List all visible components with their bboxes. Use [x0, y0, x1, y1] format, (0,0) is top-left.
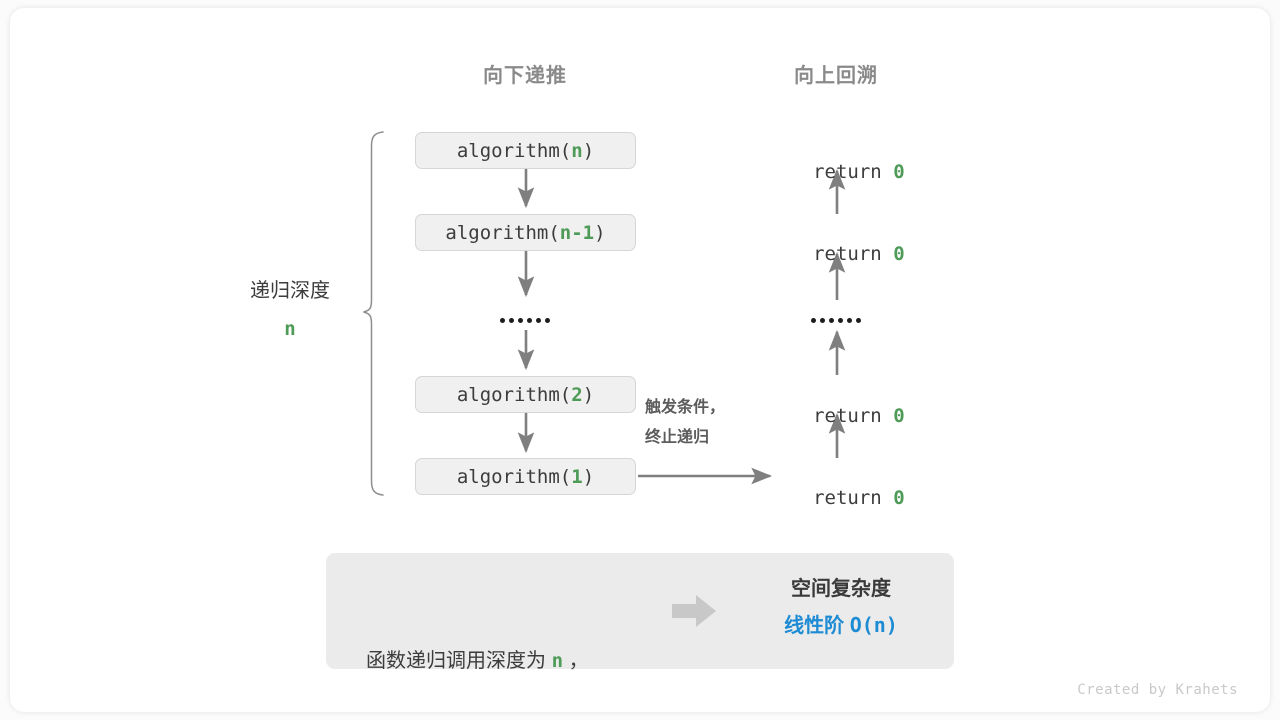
call-frame-arg: 1	[571, 465, 583, 488]
call-frame-prefix: algorithm(	[456, 139, 572, 162]
complexity-name: 线性阶	[784, 614, 850, 637]
summary-line1-text-b: ，	[563, 650, 589, 673]
call-frame-arg: 2	[571, 383, 583, 406]
return-value: 0	[893, 405, 905, 427]
summary-conclusion: 空间复杂度 线性阶 O(n)	[746, 572, 936, 644]
return-value: 0	[893, 487, 905, 509]
summary-conclusion-title: 空间复杂度	[791, 578, 891, 600]
base-case-note: 触发条件， 终止递归	[645, 393, 775, 452]
call-frame-prefix: algorithm(	[445, 221, 560, 244]
call-frame-box[interactable]: algorithm(n-1)	[415, 214, 636, 251]
call-frame-suffix: )	[582, 383, 595, 406]
return-value: 0	[893, 161, 905, 183]
call-frame-suffix: )	[594, 221, 606, 244]
return-statement: return 0	[716, 383, 956, 449]
call-frame-arg: n-1	[559, 221, 595, 244]
recursion-depth-value: n	[284, 318, 296, 340]
call-frame-arg: n	[571, 139, 583, 162]
base-case-note-line2: 终止递归	[645, 428, 710, 446]
right-arrow-icon	[672, 595, 716, 627]
summary-panel: 函数递归调用深度为 n ， 共使用 O(n) 的栈帧空间 空间复杂度 线性阶 O…	[326, 553, 954, 672]
attribution-footer: Created by Krahets	[1077, 682, 1238, 698]
return-keyword: return	[813, 161, 894, 183]
recursion-depth-label: 递归深度	[250, 280, 330, 302]
complexity-notation: O(n)	[849, 612, 898, 637]
return-keyword: return	[813, 487, 894, 509]
return-statement: return 0	[716, 139, 956, 205]
return-statement: return 0	[716, 221, 956, 287]
call-frame-prefix: algorithm(	[456, 383, 572, 406]
return-statement: return 0	[716, 465, 956, 531]
summary-line1-highlight: n	[551, 650, 564, 673]
call-frame-suffix: )	[582, 139, 595, 162]
summary-conclusion-value: 线性阶 O(n)	[746, 608, 936, 645]
call-frame-prefix: algorithm(	[456, 465, 572, 488]
return-keyword: return	[813, 405, 894, 427]
return-keyword: return	[813, 243, 894, 265]
base-case-note-line1: 触发条件，	[645, 399, 726, 416]
ellipsis-dots-right	[811, 318, 861, 323]
call-frame-box[interactable]: algorithm(2)	[415, 376, 636, 413]
column-header-backtrack-up: 向上回溯	[794, 65, 878, 87]
return-value: 0	[893, 243, 905, 265]
call-frame-box[interactable]: algorithm(n)	[415, 132, 636, 169]
ellipsis-dots-left	[500, 318, 550, 323]
summary-line-1: 函数递归调用深度为 n ，	[366, 644, 589, 680]
summary-description: 函数递归调用深度为 n ， 共使用 O(n) 的栈帧空间	[366, 573, 589, 720]
summary-line1-text-a: 函数递归调用深度为	[366, 650, 552, 673]
column-header-recurse-down: 向下递推	[483, 65, 567, 87]
call-frame-box[interactable]: algorithm(1)	[415, 458, 636, 495]
call-frame-suffix: )	[582, 465, 595, 488]
